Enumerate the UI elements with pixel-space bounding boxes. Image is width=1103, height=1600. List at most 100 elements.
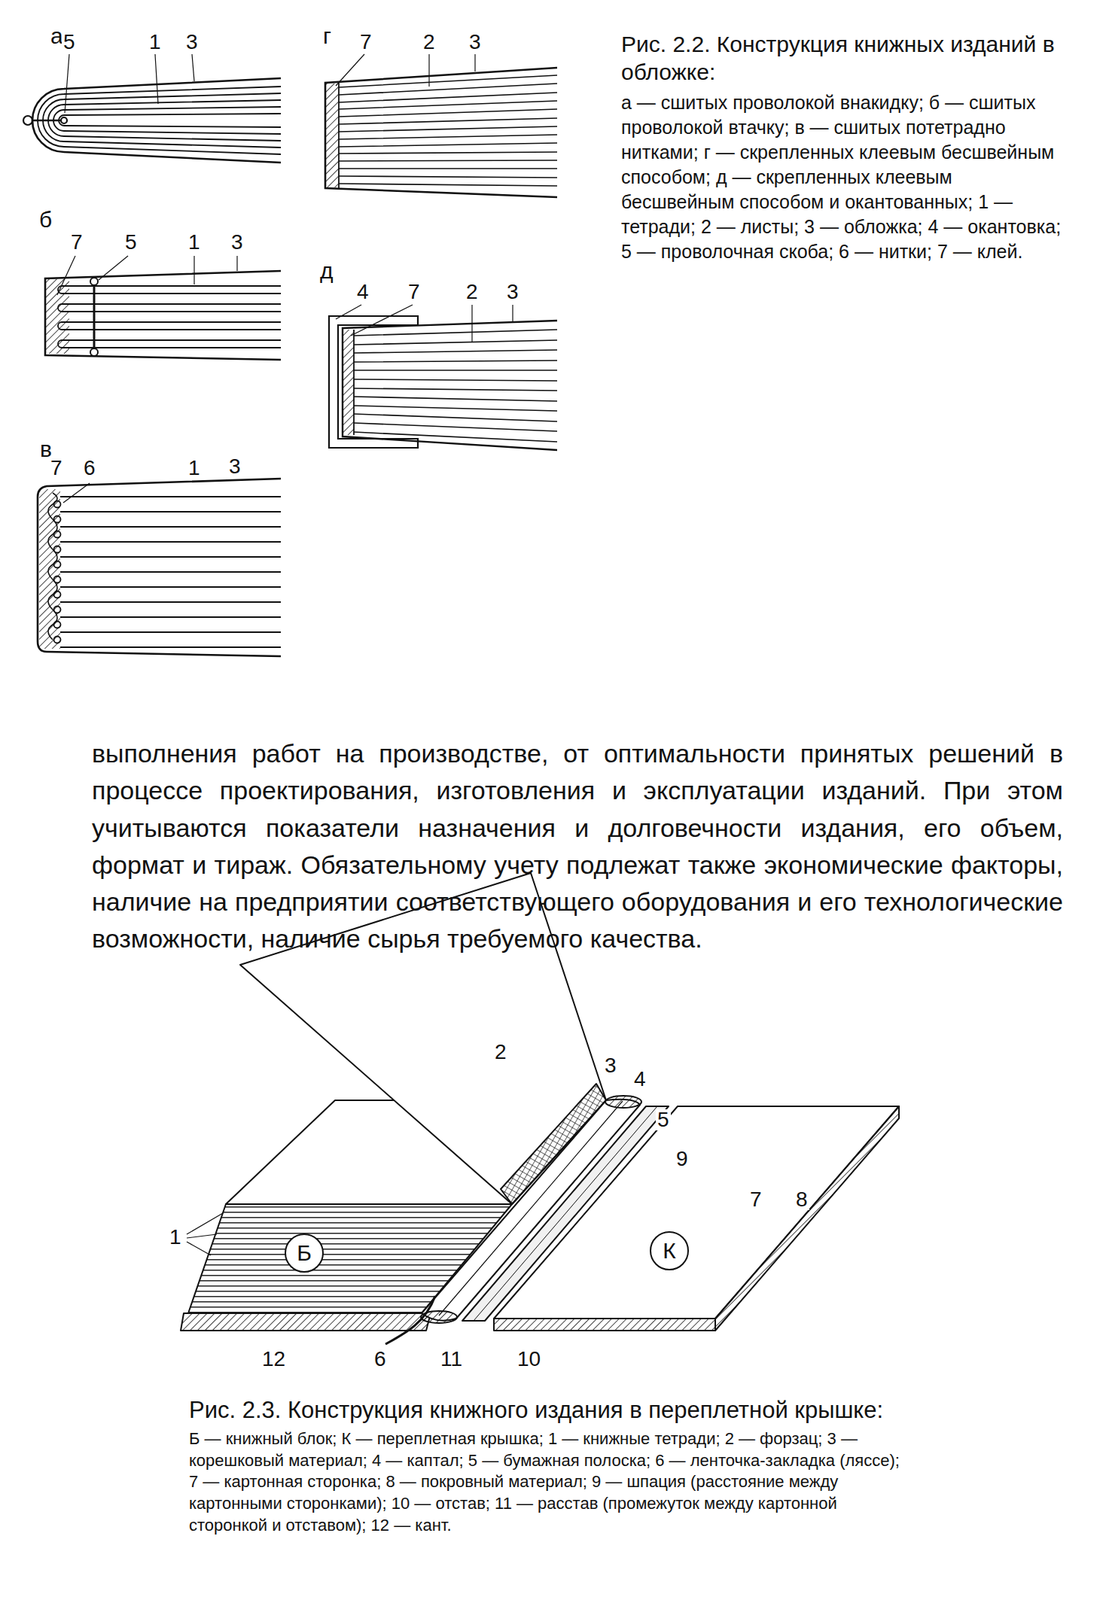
saddle-stitch-figure-part [64,54,70,113]
callout-number: 2 [464,281,480,303]
callout-number: 10 [515,1349,543,1371]
callout-number: 3 [505,281,521,303]
callout-number: 7 [358,31,374,53]
thread-sewn-figure-part [48,493,58,640]
side-stitch-figure-part [57,286,281,294]
callout-number: 5 [61,31,77,53]
callout-number: 5 [123,231,139,253]
callout-number: 7 [48,457,64,479]
perfect-binding-figure [325,54,558,198]
hardcover-book-figure-part [186,1213,223,1235]
side-stitch-figure-part [193,255,195,285]
saddle-stitch-figure-part [58,113,281,128]
hardcover-book-figure-part [385,1296,436,1345]
taped-binding-figure-part [342,329,354,436]
taped-binding-figure-part [335,304,362,320]
callout-number: 6 [372,1349,388,1371]
thread-sewn-figure-part [54,531,61,539]
callout-number: 1 [186,231,202,253]
perfect-binding-figure-part [325,67,558,198]
body-text: выполнения работ на производстве, от опт… [91,735,1064,959]
perfect-binding-figure-part [335,54,365,86]
callout-number: 3 [603,1055,619,1077]
thread-sewn-figure-part [63,483,90,503]
taped-binding-figure-part [350,304,413,336]
thread-sewn-figure-part [60,496,281,648]
saddle-stitch-figure-part [48,100,281,141]
circle-letter: К [662,1240,676,1263]
callout-number: 1 [147,31,163,53]
saddle-stitch-figure-part [60,117,68,124]
callout-number: 6 [82,457,98,479]
taped-binding-figure-part [342,320,558,451]
taped-binding-figure-part [471,304,473,343]
hardcover-book-figure-part [180,1313,431,1332]
hardcover-book-figure-part [421,1099,640,1322]
callout-number: 5 [655,1109,671,1131]
callout-number: 1 [167,1227,183,1249]
callout-number: 3 [467,31,483,53]
panel-letter: г [321,24,333,48]
taped-binding-figure-part [511,304,513,323]
saddle-stitch-figure-part [23,115,33,125]
side-stitch-figure-part [45,271,281,360]
thread-sewn-figure-part [54,621,61,629]
saddle-stitch-figure [23,54,281,163]
marker-circle: К [649,1231,689,1271]
perfect-binding-figure-part [474,54,476,72]
side-stitch-figure-part [236,255,238,272]
callout-number: 11 [438,1349,464,1371]
hardcover-book-figure-part [715,1106,899,1332]
callout-number: 2 [421,31,437,53]
saddle-stitch-figure-part [53,106,281,135]
taped-binding-figure [329,304,558,451]
thread-sewn-figure-part [37,478,281,657]
saddle-stitch-figure-part [42,93,281,148]
callout-number: 7 [406,281,422,303]
circle-letter: Б [296,1242,312,1265]
callout-number: 1 [186,457,202,479]
perfect-binding-figure-part [338,75,558,186]
caption-legend: Б — книжный блок; К — переплетная крышка… [188,1429,905,1537]
taped-binding-figure-part [353,329,355,436]
hardcover-book-figure-part [186,1242,211,1256]
callout-number: 7 [748,1189,764,1211]
side-stitch-figure [45,255,281,360]
panel-letter: д [318,259,336,283]
saddle-stitch-figure-part [32,119,61,122]
figure-caption: Рис. 2.2. Конструкция книжных изданий в … [621,30,1063,86]
perfect-binding-figure-part [325,83,339,188]
callout-number: 3 [184,31,200,53]
callout-number: 9 [674,1148,690,1171]
saddle-stitch-figure-part [37,86,281,155]
hardcover-book-figure-part [186,1234,217,1239]
saddle-stitch-figure-part [32,78,281,163]
side-stitch-figure-part [93,284,96,350]
callout-number: 3 [229,231,245,253]
side-stitch-figure-part [90,348,98,357]
saddle-stitch-figure-part [155,54,159,104]
side-stitch-figure-part [57,255,76,296]
thread-sewn-figure-part [54,606,61,614]
callout-number: 8 [794,1189,810,1211]
thread-sewn-figure-part [54,576,61,584]
panel-letter: б [37,208,54,232]
side-stitch-figure-part [57,322,281,330]
callout-number: 4 [355,281,371,303]
thread-sewn-figure-part [39,489,61,650]
callout-number: 4 [632,1069,648,1091]
caption-legend: а — сшитых проволокой внакидку; б — сшит… [621,90,1063,265]
thread-sewn-figure [37,478,281,657]
marker-circle: Б [284,1234,324,1274]
side-stitch-figure-part [57,304,281,312]
hardcover-book-figure-part [605,1096,642,1109]
thread-sewn-figure-part [54,561,61,569]
saddle-stitch-figure-part [191,54,195,82]
hardcover-book-figure-part [438,1101,623,1317]
callout-number: 3 [227,456,243,478]
figure-caption: Рис. 2.3. Конструкция книжного издания в… [188,1396,905,1425]
callout-number: 2 [493,1042,509,1064]
hardcover-book-figure-part [493,1319,716,1332]
taped-binding-figure-part [353,329,558,442]
callout-number: 12 [260,1349,287,1371]
